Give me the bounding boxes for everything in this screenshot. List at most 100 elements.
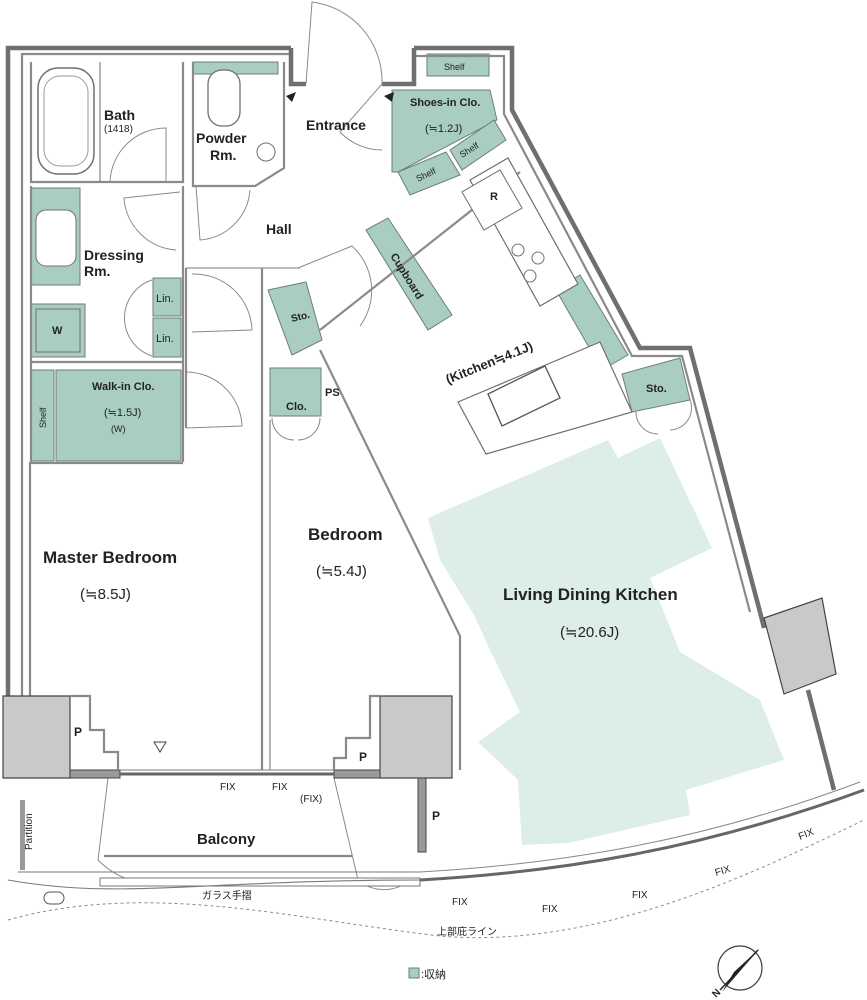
partition-label: Partition: [24, 813, 35, 850]
master-bedroom-size-label: (≒8.5J): [80, 586, 131, 603]
walkin-closet: [55, 369, 182, 462]
entrance-mark-right: [384, 92, 394, 102]
hall-storage-label: Sto.: [290, 310, 311, 325]
dressing-sink: [35, 209, 77, 267]
legend-storage-label: :収納: [421, 968, 446, 981]
bath-wall: [29, 62, 185, 184]
upper-eave-line-path: [7, 819, 865, 939]
bedroom-closet: [269, 367, 322, 417]
pillar-sw: [2, 695, 71, 779]
compass-circle: [717, 945, 763, 991]
fix-label-1: FIX: [220, 782, 236, 793]
pillar-p1-label: P: [74, 725, 82, 739]
washer-box: [35, 308, 81, 353]
ldk-floor-area: [428, 438, 784, 845]
refrigerator-box: [461, 169, 523, 231]
refrigerator-label: R: [490, 191, 498, 203]
bath-label: Bath: [104, 107, 135, 123]
fix-label-2: FIX: [272, 782, 288, 793]
curved-glass-inner: [419, 781, 861, 873]
balcony-outer-rail: [99, 877, 421, 887]
hall-door: [297, 245, 373, 327]
dressing-room-label-1: Dressing: [84, 247, 144, 263]
linen-door: [123, 279, 153, 357]
balcony-door-right: [333, 777, 411, 891]
glass-railing-label: ガラス手摺: [202, 889, 252, 902]
pillar-sw-step: [70, 694, 120, 770]
pillar-sw-band: [69, 769, 121, 779]
fix-label-7: FIX: [714, 864, 732, 879]
curved-glass-rail: [419, 788, 865, 882]
upper-eave-line-label: 上部庇ライン: [437, 925, 497, 938]
stove-burner-2: [531, 251, 545, 265]
bath-size-label: (1418): [104, 124, 133, 135]
powder-room-label-1: Powder: [196, 130, 247, 146]
partition-panel: [20, 800, 25, 870]
balcony-partition-post: [417, 777, 427, 853]
bathtub-inner: [43, 75, 89, 167]
shoes-shelf-top: [426, 53, 490, 77]
linen-label-1: Lin.: [156, 293, 174, 305]
washer-area: [30, 303, 86, 358]
bath-counter-storage: [192, 61, 279, 75]
powder-room-wall: [191, 62, 286, 188]
shoes-closet-label: Shoes-in Clo.: [410, 97, 480, 109]
pillar-mid-band: [333, 769, 381, 779]
bedroom-east-wall: [319, 349, 462, 770]
fix-label-8: FIX: [797, 827, 816, 843]
balcony-outer-curve: [7, 879, 421, 890]
powder-door: [195, 185, 251, 241]
shoes-closet: [391, 89, 498, 173]
ldk-storage-door-left: [635, 411, 659, 435]
pillar-p2-label: P: [359, 750, 367, 764]
ldk-label: Living Dining Kitchen: [503, 585, 678, 604]
linen-closet-1: [152, 277, 182, 317]
balcony-drain: [43, 891, 65, 905]
shelf-walkin-label: Shelf: [38, 407, 48, 428]
window-wall-east: [805, 689, 837, 791]
entrance-door-inner: [339, 83, 383, 151]
ldk-size-label: (≒20.6J): [560, 624, 619, 641]
outer-wall-west-inner: [20, 52, 291, 696]
balcony-label: Balcony: [197, 831, 256, 848]
entrance-wall-right: [382, 48, 417, 87]
shoes-closet-size-label: (≒1.2J): [425, 123, 462, 135]
shoes-shelf-left-box: [397, 151, 461, 196]
ldk-storage-door-right: [669, 399, 693, 431]
walkin-door: [185, 371, 243, 429]
fix-label-6: FIX: [632, 890, 648, 901]
outer-wall-west: [5, 45, 291, 696]
compass-axis: [719, 949, 759, 991]
balcony-door-left: [97, 777, 181, 885]
outer-wall-north-east-inner: [414, 54, 752, 613]
fix-label-5: FIX: [542, 904, 558, 915]
bedroom-closet-label: Clo.: [286, 401, 307, 413]
bedroom-label: Bedroom: [308, 525, 383, 544]
master-bedroom-marker: [153, 741, 167, 753]
master-bedroom-label: Master Bedroom: [43, 548, 177, 567]
entrance-label: Entrance: [306, 117, 366, 133]
closet-door-left: [271, 417, 295, 441]
pillar-p3-label: P: [432, 809, 440, 823]
dressing-door: [123, 191, 181, 251]
powder-room-label-2: Rm.: [210, 147, 236, 163]
washer-label: W: [52, 325, 63, 337]
dressing-room-label-2: Rm.: [84, 263, 110, 279]
hall-label: Hall: [266, 221, 292, 237]
stove-burner-1: [511, 243, 525, 257]
ldk-side-wall: [757, 611, 767, 629]
linen-label-2: Lin.: [156, 333, 174, 345]
shoes-shelf-right-box: [449, 119, 507, 171]
walkin-closet-label: Walk-in Clo.: [92, 381, 155, 393]
linen-closet-2: [152, 317, 182, 358]
hall-storage: [267, 281, 323, 356]
pillar-east: [763, 597, 837, 695]
fix-label-4: FIX: [452, 897, 468, 908]
pillar-mid-step: [332, 694, 380, 770]
pipe-space-label: PS: [325, 387, 340, 399]
shelf-top-label: Shelf: [444, 62, 465, 72]
outer-wall-north-east: [414, 45, 763, 613]
walkin-w-label: (W): [111, 424, 126, 434]
entrance-wall-left: [288, 48, 306, 87]
powder-sink: [256, 142, 276, 162]
